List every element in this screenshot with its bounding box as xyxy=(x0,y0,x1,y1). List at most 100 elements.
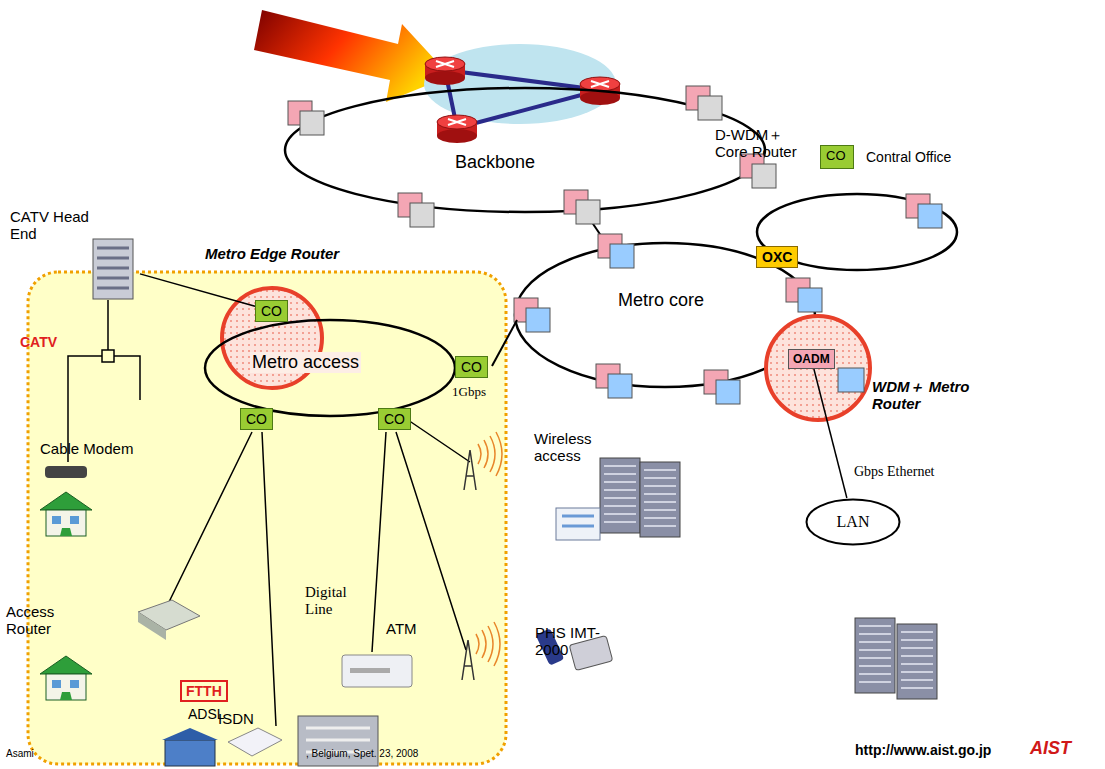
backbone-cloud xyxy=(425,57,465,85)
oxc-box: OXC xyxy=(756,246,798,268)
isdn-building xyxy=(162,728,218,766)
backbone-ring xyxy=(285,88,765,252)
core-router-pairs xyxy=(288,101,324,135)
diagram-label: WDM＋ Metro Router xyxy=(872,378,984,413)
metro-access-ring xyxy=(205,320,455,416)
diagram-label: , Belgium, Spet. 23, 2008 xyxy=(306,748,418,760)
node-text: LAN xyxy=(837,513,870,531)
head-end-rack xyxy=(97,248,129,288)
node-text: OADM xyxy=(793,352,830,366)
access-region xyxy=(28,272,506,764)
diagram-label: D-WDM＋ Core Router xyxy=(715,126,811,161)
node-text: CO xyxy=(461,359,482,375)
metro-edge-circle xyxy=(222,288,322,388)
adsl-modem xyxy=(138,612,166,640)
backbone-cloud xyxy=(424,44,620,143)
diagram-label: Asami xyxy=(6,748,34,760)
atm-device xyxy=(342,655,412,687)
node-text: FTTH xyxy=(186,683,222,699)
houses xyxy=(40,492,92,700)
office-building xyxy=(556,508,600,540)
metro-router-pairs xyxy=(598,234,634,268)
node-text: CATV Head End xyxy=(10,208,100,243)
atm-device xyxy=(350,668,390,673)
antennas xyxy=(462,622,500,680)
connector-line xyxy=(814,369,847,498)
diagram-label: Wireless access xyxy=(534,430,606,465)
office-building xyxy=(556,508,600,540)
oadm-circle xyxy=(838,368,864,392)
metro-router-pairs xyxy=(704,370,740,404)
diagram-label: Metro access xyxy=(250,352,361,373)
metro-access-ring xyxy=(492,320,517,366)
central-office-box: CO xyxy=(455,356,488,378)
core-router-pairs xyxy=(288,86,776,227)
node-text: CO xyxy=(246,411,267,427)
diagram-label: http://www.aist.go.jp xyxy=(855,742,991,758)
cable-modem xyxy=(45,466,87,478)
diagram-label: Metro Edge Router xyxy=(205,245,339,262)
diagram-label: AIST xyxy=(1030,738,1071,759)
central-office-box: CO xyxy=(240,408,273,430)
catv-head-end: CATV Head End xyxy=(10,208,140,303)
server-racks xyxy=(855,618,895,693)
access-lines xyxy=(68,300,140,462)
metro-access-ring xyxy=(205,320,517,416)
metro-router-pairs xyxy=(514,194,942,404)
antennas xyxy=(462,432,502,680)
diagram-label: CATV xyxy=(20,334,57,350)
head-end-rack xyxy=(92,238,134,300)
metro-router-pairs xyxy=(786,278,822,312)
diagram-label: Access Router xyxy=(6,603,76,638)
diagram-label: Digital Line xyxy=(305,584,363,619)
oadm-circle xyxy=(766,316,870,420)
metro-core-rings xyxy=(515,194,957,387)
isdn-building xyxy=(165,740,215,766)
metro-edge-circle xyxy=(222,288,322,388)
node-text: CO xyxy=(384,411,405,427)
access-region xyxy=(28,272,506,764)
ellipse-outline xyxy=(807,500,900,545)
diagram-label: ATM xyxy=(386,620,417,637)
ftth-box: FTTH xyxy=(180,680,228,702)
diagram-label: Cable Modem xyxy=(40,440,133,457)
isdn-building xyxy=(162,728,218,740)
houses xyxy=(40,492,92,536)
node-text: OXC xyxy=(762,249,792,265)
isdn-device xyxy=(228,728,282,756)
diagram-label: Metro core xyxy=(618,290,704,311)
central-office-box: CO xyxy=(255,300,288,322)
node-text: CO xyxy=(261,303,282,319)
houses xyxy=(40,656,92,700)
antennas xyxy=(464,432,502,490)
metro-router-pairs xyxy=(906,194,942,228)
core-router-pairs xyxy=(686,86,722,120)
adsl-modem xyxy=(138,600,200,640)
diagram-label: ISDN xyxy=(218,710,254,727)
lan-ellipse: LAN xyxy=(805,498,901,546)
head-end-rack xyxy=(93,239,133,299)
metro-router-pairs xyxy=(514,298,550,332)
server-racks xyxy=(600,458,640,533)
core-router-pairs xyxy=(398,193,434,227)
diagram-label: 1Gbps xyxy=(452,385,486,400)
big-arrow xyxy=(254,10,450,102)
access-lines xyxy=(68,300,470,726)
connector-label: Gbps Ethernet xyxy=(854,464,934,480)
oadm-circle xyxy=(766,316,870,420)
cable-modem xyxy=(45,466,87,478)
connector-line xyxy=(140,274,255,306)
backbone-cloud xyxy=(437,115,477,143)
metro-core-rings xyxy=(757,194,957,270)
atm-device xyxy=(342,655,412,687)
central-office-box: CO xyxy=(378,408,411,430)
core-router-pairs xyxy=(564,190,600,224)
diagram-label: PHS IMT-2000 xyxy=(535,624,615,659)
oadm-box: OADM xyxy=(788,349,835,369)
server-racks xyxy=(600,458,937,699)
office-building xyxy=(562,516,594,526)
server-racks xyxy=(897,624,937,699)
access-lines xyxy=(168,420,470,726)
diagram-label: Backbone xyxy=(455,152,535,173)
legend-text: Contral Office xyxy=(866,149,951,165)
